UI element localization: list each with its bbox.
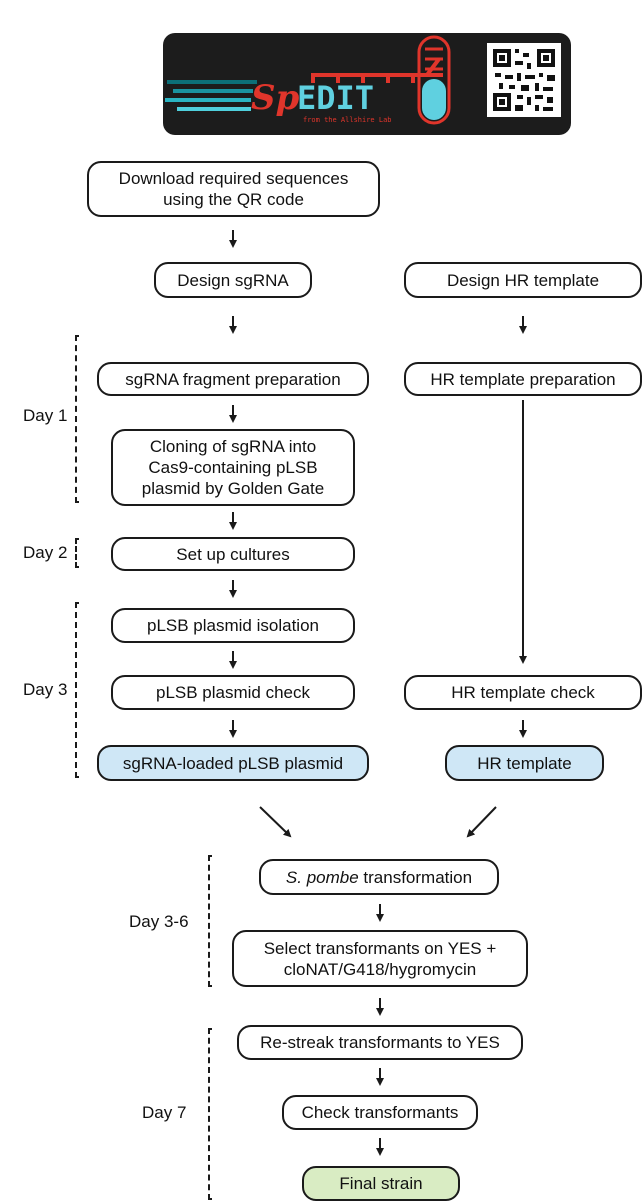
step-hr-template-check: HR template check bbox=[404, 675, 642, 710]
step-transformation: S. pombe transformation bbox=[259, 859, 499, 895]
step-cloning: Cloning of sgRNA into Cas9-containing pL… bbox=[111, 429, 355, 506]
qr-code-icon bbox=[487, 43, 561, 117]
transformation-label: transformation bbox=[358, 867, 473, 887]
step-plasmid-isolation: pLSB plasmid isolation bbox=[111, 608, 355, 643]
arrow-loaded-transformation bbox=[259, 806, 292, 838]
step-hr-template-preparation: HR template preparation bbox=[404, 362, 642, 396]
day3-bracket bbox=[75, 602, 79, 778]
day7-label: Day 7 bbox=[142, 1103, 187, 1122]
step-download: Download required sequences using the QR… bbox=[87, 161, 380, 217]
capsule-icon bbox=[417, 35, 451, 125]
day36-label: Day 3-6 bbox=[129, 912, 189, 931]
spedit-logo: Sp EDIT from the Allshire Lab bbox=[163, 33, 571, 135]
logo-title-prefix: Sp bbox=[251, 78, 300, 118]
day2-bracket bbox=[75, 538, 79, 568]
step-restreak: Re-streak transformants to YES bbox=[237, 1025, 523, 1060]
logo-subtitle: from the Allshire Lab bbox=[303, 116, 392, 124]
step-check-transformants: Check transformants bbox=[282, 1095, 478, 1130]
track-icon bbox=[311, 57, 443, 83]
step-design-sgrna: Design sgRNA bbox=[154, 262, 312, 298]
day7-bracket bbox=[208, 1028, 212, 1200]
day2-label: Day 2 bbox=[23, 543, 68, 562]
step-sgrna-loaded-plasmid: sgRNA-loaded pLSB plasmid bbox=[97, 745, 369, 781]
step-hr-template: HR template bbox=[445, 745, 604, 781]
speed-lines-icon bbox=[165, 80, 257, 111]
day3-label: Day 3 bbox=[23, 680, 68, 699]
step-design-hr-template: Design HR template bbox=[404, 262, 642, 298]
spedit-logo-graphic: Sp EDIT from the Allshire Lab bbox=[165, 35, 561, 125]
step-final-strain: Final strain bbox=[302, 1166, 460, 1201]
step-select-transformants: Select transformants on YES + cloNAT/G41… bbox=[232, 930, 528, 987]
logo-title-main: EDIT bbox=[297, 79, 374, 117]
transformation-species: S. pombe bbox=[285, 867, 359, 887]
step-cultures: Set up cultures bbox=[111, 537, 355, 571]
step-sgrna-fragment: sgRNA fragment preparation bbox=[97, 362, 369, 396]
day1-label: Day 1 bbox=[23, 406, 68, 425]
day36-bracket bbox=[208, 855, 212, 987]
day1-bracket bbox=[75, 335, 79, 503]
arrow-hrtemplate-transformation bbox=[466, 806, 497, 838]
step-plasmid-check: pLSB plasmid check bbox=[111, 675, 355, 710]
